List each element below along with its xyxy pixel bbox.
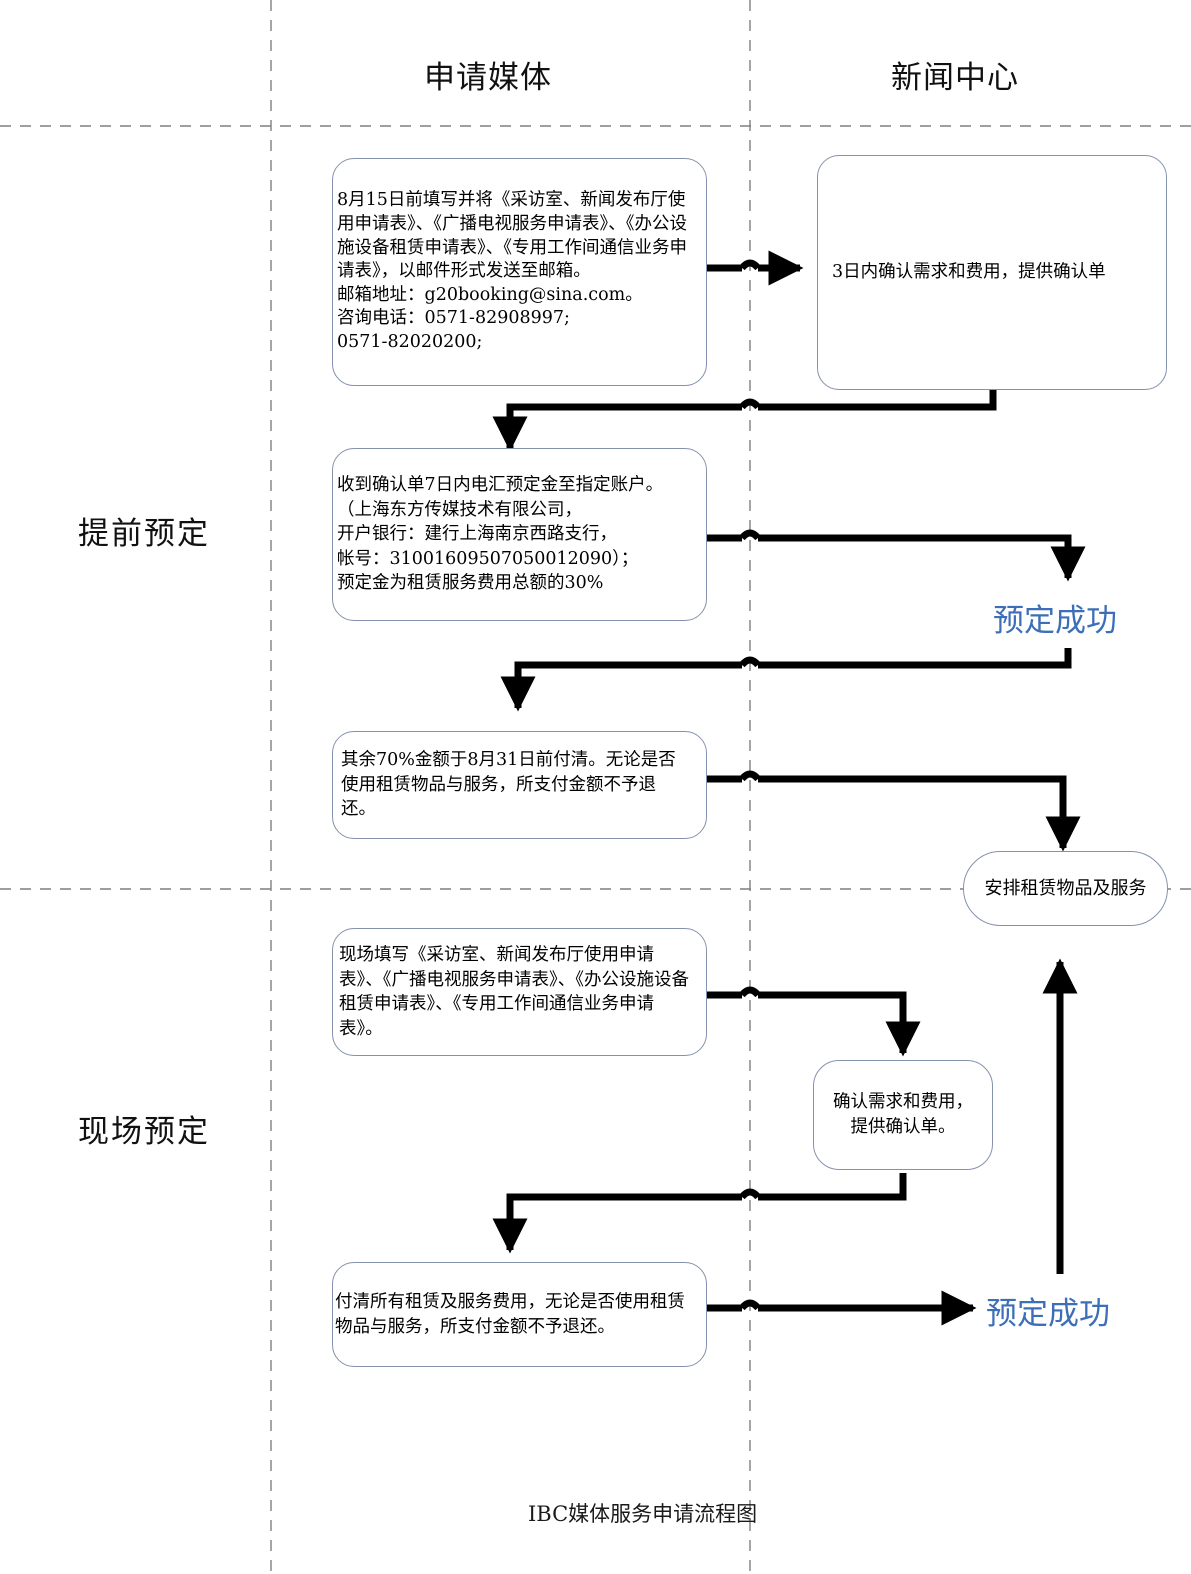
outcome-advance-success: 预定成功 — [993, 603, 1117, 639]
node-onsite-pay[interactable]: 付清所有租赁及服务费用，无论是否使用租赁物品与服务，所支付金额不予退还。 — [332, 1262, 707, 1367]
node-pay-balance[interactable]: 其余70%金额于8月31日前付清。无论是否使用租赁物品与服务，所支付金额不予退还… — [332, 731, 707, 839]
node-confirm-3days-text: 3日内确认需求和费用，提供确认单 — [832, 262, 1106, 283]
outcome-onsite-success: 预定成功 — [986, 1296, 1110, 1332]
node-submit-forms-text: 8月15日前填写并将《采访室、新闻发布厅使用申请表》、《广播电视服务申请表》、《… — [337, 190, 687, 353]
diagram-caption: IBC媒体服务申请流程图 — [528, 1502, 758, 1526]
node-submit-forms[interactable]: 8月15日前填写并将《采访室、新闻发布厅使用申请表》、《广播电视服务申请表》、《… — [332, 158, 707, 386]
node-wire-deposit[interactable]: 收到确认单7日内电汇预定金至指定账户。 （上海东方传媒技术有限公司， 开户银行：… — [332, 448, 707, 621]
node-pay-balance-text: 其余70%金额于8月31日前付清。无论是否使用租赁物品与服务，所支付金额不予退还… — [341, 749, 676, 820]
lane-title-press-center: 新闻中心 — [891, 60, 1019, 96]
node-onsite-confirm[interactable]: 确认需求和费用， 提供确认单。 — [813, 1060, 993, 1170]
stage-label-onsite-booking: 现场预定 — [78, 1114, 210, 1150]
lane-title-applicant-media: 申请媒体 — [424, 60, 552, 96]
node-onsite-pay-text: 付清所有租赁及服务费用，无论是否使用租赁物品与服务，所支付金额不予退还。 — [335, 1291, 685, 1337]
node-arrange-rental-text: 安排租赁物品及服务 — [984, 877, 1147, 899]
node-confirm-3days[interactable]: 3日内确认需求和费用，提供确认单 — [817, 155, 1167, 390]
node-wire-deposit-text: 收到确认单7日内电汇预定金至指定账户。 （上海东方传媒技术有限公司， 开户银行：… — [337, 475, 664, 594]
node-onsite-forms-text: 现场填写《采访室、新闻发布厅使用申请表》、《广播电视服务申请表》、《办公设施设备… — [339, 945, 689, 1039]
node-onsite-confirm-text: 确认需求和费用， 提供确认单。 — [833, 1091, 973, 1137]
node-arrange-rental[interactable]: 安排租赁物品及服务 — [963, 851, 1168, 926]
stage-label-advance-booking: 提前预定 — [78, 516, 210, 552]
node-onsite-forms[interactable]: 现场填写《采访室、新闻发布厅使用申请表》、《广播电视服务申请表》、《办公设施设备… — [332, 928, 707, 1056]
